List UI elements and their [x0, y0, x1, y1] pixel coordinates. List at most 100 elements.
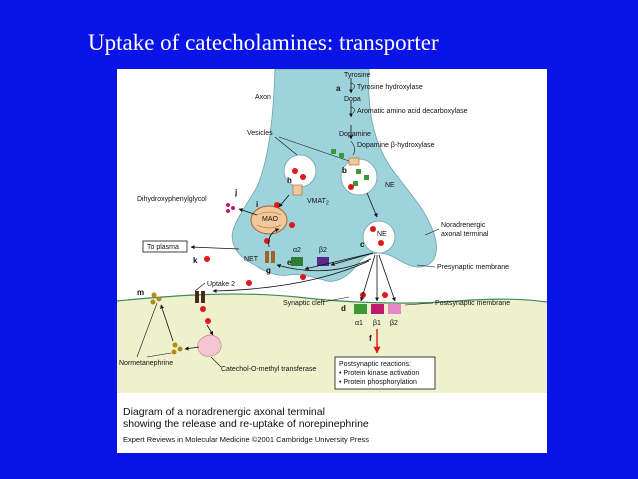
label-dopa: Dopa [344, 96, 361, 103]
noradrenergic-terminal-diagram: Tyrosine a Tyrosine hydroxylase Axon Dop… [116, 68, 548, 444]
postsynaptic-pointer [404, 302, 434, 306]
net-transporter [271, 251, 275, 263]
label-beta2-pre: β2 [319, 247, 327, 254]
vmat2-transporter [292, 184, 303, 196]
pathway-curve-3 [350, 140, 355, 156]
label-dopamine-hydroxylase: Dopamine β-hydroxylase [357, 142, 435, 149]
diagram-panel: Tyrosine a Tyrosine hydroxylase Axon Dop… [116, 68, 548, 453]
label-synaptic-cleft: Synaptic cleft [283, 300, 325, 307]
arrow-uptake2-down [206, 324, 214, 336]
letter-b: b [342, 166, 347, 175]
label-to-plasma: To plasma [147, 244, 179, 251]
metabolite-dot [151, 292, 157, 298]
caption-line-1: Diagram of a noradrenergic axonal termin… [123, 406, 325, 418]
label-vmat2-main: VMAT [307, 198, 327, 205]
label-postsynaptic-title: Postsynaptic reactions: [339, 361, 411, 368]
letter-a: a [336, 84, 341, 93]
arrow-normetanephrine-to-m [160, 304, 174, 342]
metabolite-dot [226, 209, 230, 213]
label-reaction2: • Protein phosphorylation [339, 379, 417, 386]
noradrenergic-pointer [424, 228, 440, 236]
ne-dot [205, 318, 211, 324]
label-ne-vesicle: NE [385, 182, 395, 189]
label-aromatic-decarboxylase: Aromatic amino acid decarboxylase [357, 108, 468, 115]
caption-line-2: showing the release and re-uptake of nor… [123, 418, 369, 430]
label-ne-cleft: NE [377, 231, 387, 238]
normetanephrine-pointer-1 [136, 302, 158, 358]
metabolite-dot [171, 349, 177, 355]
arrow-mao-to-dhpg [238, 208, 258, 216]
label-mao: MAO [262, 216, 279, 223]
label-alpha2: α2 [293, 247, 301, 254]
label-uptake2: Uptake 2 [207, 281, 235, 288]
arrow-to-uptake2 [212, 260, 370, 293]
ne-dot [300, 174, 306, 180]
uptake2-transporter [195, 291, 199, 303]
uptake2-pointer [194, 282, 206, 292]
ne-dot [200, 306, 206, 312]
arrow-to-mao [278, 194, 290, 208]
beta1-receptor [371, 304, 384, 314]
slide-title: Uptake of catecholamines: transporter [88, 30, 439, 55]
letter-f: f [369, 334, 372, 343]
mitochondrion-cristae [256, 211, 282, 229]
ne-dot [382, 292, 388, 298]
net-transporter [265, 251, 269, 263]
label-vesicles: Vesicles [247, 130, 273, 137]
ne-dot [378, 240, 384, 246]
dopamine-square-5 [364, 175, 369, 180]
arrow-comt-to-normetanephrine [184, 346, 200, 351]
label-noradrenergic-2: axonal terminal [441, 231, 489, 238]
credit-line: Expert Reviews in Molecular Medicine ©20… [123, 435, 369, 444]
uptake2-transporter [201, 291, 205, 303]
letter-m: m [137, 288, 144, 297]
ne-dot [300, 274, 306, 280]
metabolite-dot [226, 203, 230, 207]
alpha2-receptor [291, 257, 303, 266]
letter-i: i [256, 200, 258, 209]
letter-j: j [234, 188, 237, 197]
metabolite-dot [150, 299, 156, 305]
arrow-to-vmat [268, 228, 280, 248]
arrow-to-plasma [190, 245, 240, 250]
label-presynaptic-membrane: Presynaptic membrane [437, 264, 509, 271]
mitochondrion [250, 205, 288, 235]
ne-dot [246, 280, 252, 286]
ne-dot [348, 184, 354, 190]
metabolite-dot [177, 346, 183, 352]
letter-e: e [287, 258, 292, 267]
label-dopamine: Dopamine [339, 131, 371, 138]
arrow-to-alpha2 [304, 252, 374, 271]
label-reaction1: • Protein kinase activation [339, 370, 419, 377]
ne-dot [289, 222, 295, 228]
synaptic-cleft-pointer [322, 296, 350, 303]
label-vmat2-sub: 2 [326, 201, 329, 207]
label-noradrenergic-1: Noradrenergic [441, 222, 486, 229]
letter-d: d [341, 304, 346, 313]
vesicle-transporter [348, 157, 360, 166]
dopamine-square-4 [353, 181, 358, 186]
arrow-to-beta2-pre [330, 252, 374, 266]
arrow-to-beta2-post [378, 254, 396, 302]
ne-dot [292, 168, 298, 174]
pathway-curve-1 [350, 82, 355, 90]
metabolite-dot [156, 296, 162, 302]
letter-h: h [287, 176, 292, 185]
label-net: NET [244, 256, 259, 263]
presynaptic-pointer [416, 264, 436, 268]
pathway-curve-2 [350, 106, 355, 114]
label-vmat2: VMAT2 [307, 198, 329, 207]
label-dihydroxyphenylglycol: Dihydroxyphenylglycol [137, 196, 207, 203]
letter-k: k [193, 256, 198, 265]
alpha1-receptor [354, 304, 367, 314]
arrow-to-alpha1 [360, 254, 376, 302]
metabolite-dot [172, 342, 178, 348]
label-tyrosine-hydroxylase: Tyrosine hydroxylase [357, 84, 423, 91]
dopamine-square-2 [339, 153, 344, 158]
letter-c: c [360, 240, 365, 249]
label-tyrosine: Tyrosine [344, 72, 371, 79]
beta2-pre-receptor [317, 257, 329, 266]
label-comt: Catechol-O-methyl transferase [221, 366, 316, 373]
label-axon: Axon [255, 94, 271, 101]
label-normetanephrine: Normetanephrine [119, 360, 173, 367]
